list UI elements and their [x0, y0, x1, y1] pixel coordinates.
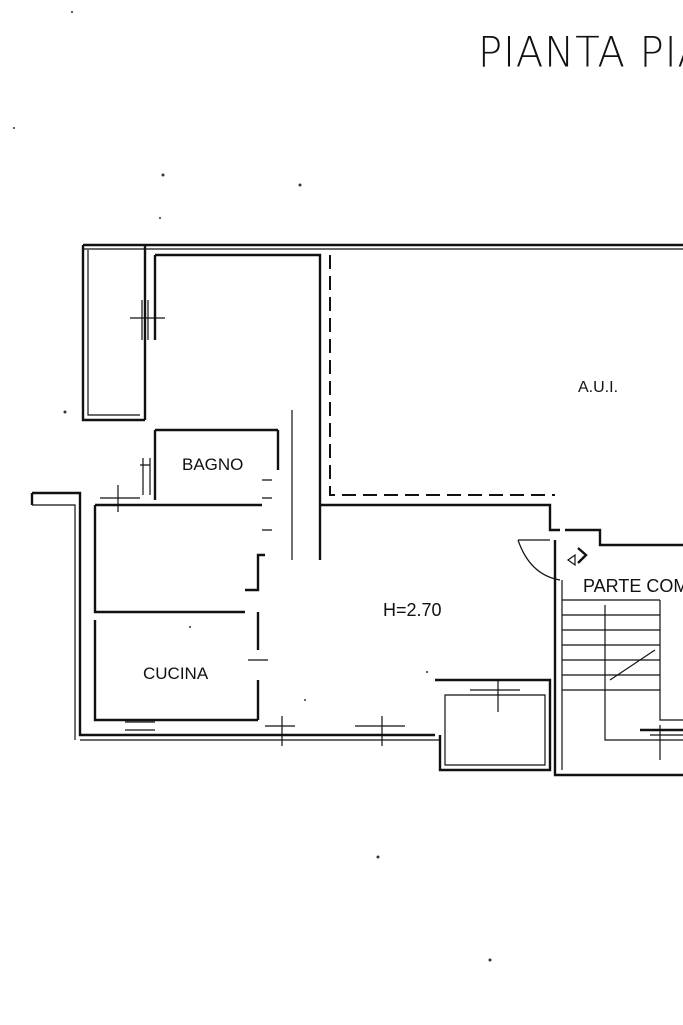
room-walls	[93, 253, 683, 777]
room-label-cucina: CUCINA	[143, 664, 209, 683]
scan-specks	[13, 11, 492, 962]
room-label-bagno: BAGNO	[182, 455, 243, 474]
outer-walls	[30, 243, 683, 741]
ceiling-height-label: H=2.70	[383, 600, 442, 620]
room-label-common: PARTE COM	[583, 576, 683, 596]
window-marks	[100, 300, 683, 760]
room-label-aui: A.U.I.	[578, 379, 618, 396]
entry-arrow-icon	[566, 547, 588, 567]
aui-boundary	[329, 255, 555, 496]
plan-title: PIANTA PIA	[478, 28, 683, 78]
